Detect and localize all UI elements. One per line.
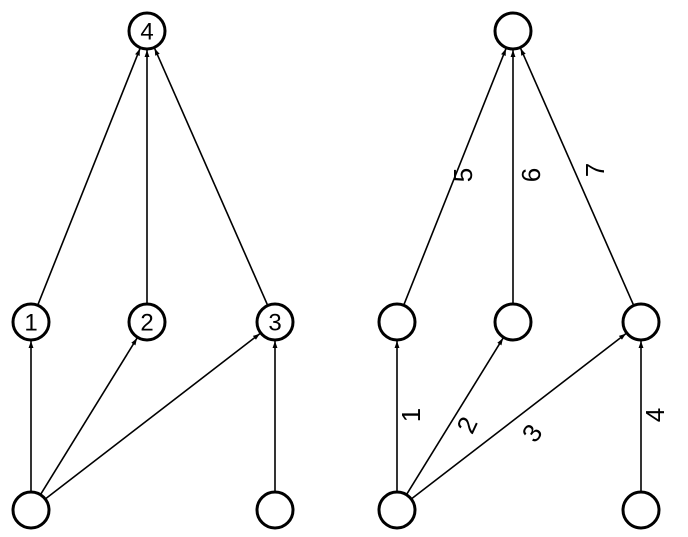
- right-node-b1: [377, 490, 417, 530]
- left-node-m3: [255, 302, 295, 342]
- left-node-label: 4: [140, 19, 153, 46]
- left-edge-m3-to-top: [153, 48, 269, 306]
- left-node-m1: [11, 302, 51, 342]
- left-node-b1: [11, 490, 51, 530]
- left-node-label: 1: [24, 310, 37, 337]
- left-edge-m1-to-top: [36, 48, 141, 306]
- right-graph: 5 6 7 1 2 3 4: [377, 11, 670, 530]
- right-node-m3: [621, 302, 661, 342]
- left-node-top: [127, 11, 167, 51]
- left-node-label: 2: [140, 310, 153, 337]
- right-node-b2: [621, 490, 661, 530]
- right-edge-b1-to-m3: [410, 332, 627, 500]
- left-graph: 4 1 2 3: [11, 11, 295, 530]
- left-node-m2: [127, 302, 167, 342]
- left-node-label: 3: [268, 310, 281, 337]
- right-node-top: [493, 11, 533, 51]
- right-edge-label: 6: [516, 168, 546, 182]
- right-node-m2: [493, 302, 533, 342]
- right-edge-label: 2: [450, 412, 483, 438]
- right-edge-label: 7: [580, 163, 610, 177]
- left-edge-b1-to-m2: [39, 337, 138, 496]
- right-node-m1: [377, 302, 417, 342]
- right-edge-label: 1: [396, 408, 426, 422]
- right-edge-m1-to-top: [402, 48, 507, 306]
- left-node-b2: [255, 490, 295, 530]
- right-edge-m3-to-top: [519, 48, 635, 306]
- left-edge-b1-to-m3: [44, 332, 261, 500]
- right-edge-b1-to-m2: [405, 337, 504, 496]
- right-edge-label: 3: [516, 418, 549, 447]
- right-edge-label: 5: [448, 168, 478, 182]
- right-edge-label: 4: [640, 408, 670, 422]
